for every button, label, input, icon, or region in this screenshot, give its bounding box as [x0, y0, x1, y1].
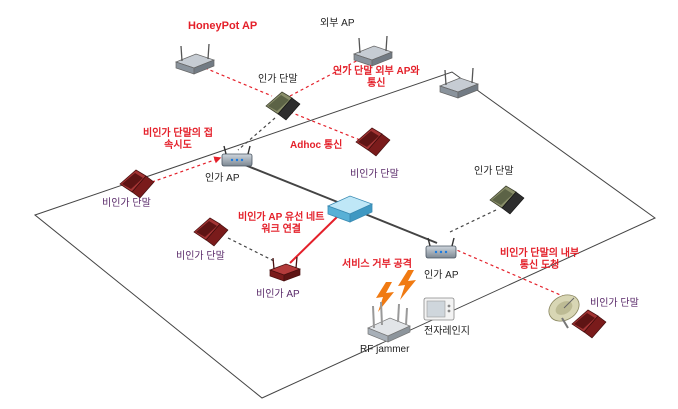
microwave-label: 전자레인지 [424, 326, 470, 337]
dashed-link-unauth-lower [227, 237, 277, 263]
dashed-link-intercept [451, 247, 573, 301]
laptop-icon [355, 127, 391, 157]
wired-link-right-ap [359, 211, 438, 244]
unauth-ap-wired-label: 비인가 AP 유선 네트 워크 연결 [238, 212, 325, 235]
dashed-link-right-auth [449, 209, 497, 233]
dashed-link-auth [237, 117, 276, 151]
laptop-icon [571, 309, 607, 339]
lightning-icon [398, 270, 416, 300]
ap-icon [352, 35, 394, 67]
dashed-link-access-try [151, 156, 222, 183]
lightning-icon [376, 282, 394, 312]
laptop-icon [265, 91, 301, 121]
jammer-icon [367, 301, 411, 343]
dos-attack-label: 서비스 거부 공격 [342, 259, 412, 270]
unauth-ap-label: 비인가 AP [256, 289, 300, 300]
external-ap-label: 외부 AP [320, 18, 355, 29]
ap-icon [221, 145, 253, 167]
auth-ext-comm-label: 인가 단말 외부 AP와 통신 [333, 66, 420, 89]
laptop-icon [119, 169, 155, 199]
unauth-access-try-label: 비인가 단말의 접 속시도 [143, 128, 213, 151]
laptop-icon [489, 185, 525, 215]
auth-ap-right-label: 인가 AP [424, 270, 459, 281]
dashed-link-external [289, 57, 363, 97]
laptop-icon [193, 217, 229, 247]
switch-icon [326, 195, 374, 223]
honeypot-ap-label: HoneyPot AP [188, 20, 258, 32]
unauth-terminal-mid-label: 비인가 단말 [350, 169, 399, 180]
rf-jammer-label: RF jammer [360, 344, 410, 355]
satellite-dish-icon [548, 294, 580, 329]
adhoc-label: Adhoc 통신 [290, 140, 343, 151]
unauth-inner-intercept-label: 비인가 단말의 내부 통신 도청 [500, 248, 580, 271]
auth-terminal-top-label: 인가 단말 [258, 74, 298, 85]
ap-icon [425, 237, 457, 259]
unauth-terminal-outside-label: 비인가 단말 [590, 298, 639, 309]
wired-link-unauth-ap [289, 215, 339, 264]
site-boundary [33, 71, 656, 399]
wired-link-left-ap [244, 164, 341, 204]
unauth-terminal-left-label: 비인가 단말 [102, 198, 151, 209]
dashed-link-honeypot [204, 67, 273, 97]
dashed-link-adhoc [289, 111, 361, 141]
auth-ap-left-label: 인가 AP [205, 173, 240, 184]
microwave-icon [423, 297, 455, 321]
unauth-terminal-lower-label: 비인가 단말 [176, 251, 225, 262]
ap-icon [438, 67, 480, 99]
ap-icon [174, 43, 216, 75]
ap-icon [268, 256, 302, 282]
auth-terminal-right-label: 인가 단말 [474, 166, 514, 177]
